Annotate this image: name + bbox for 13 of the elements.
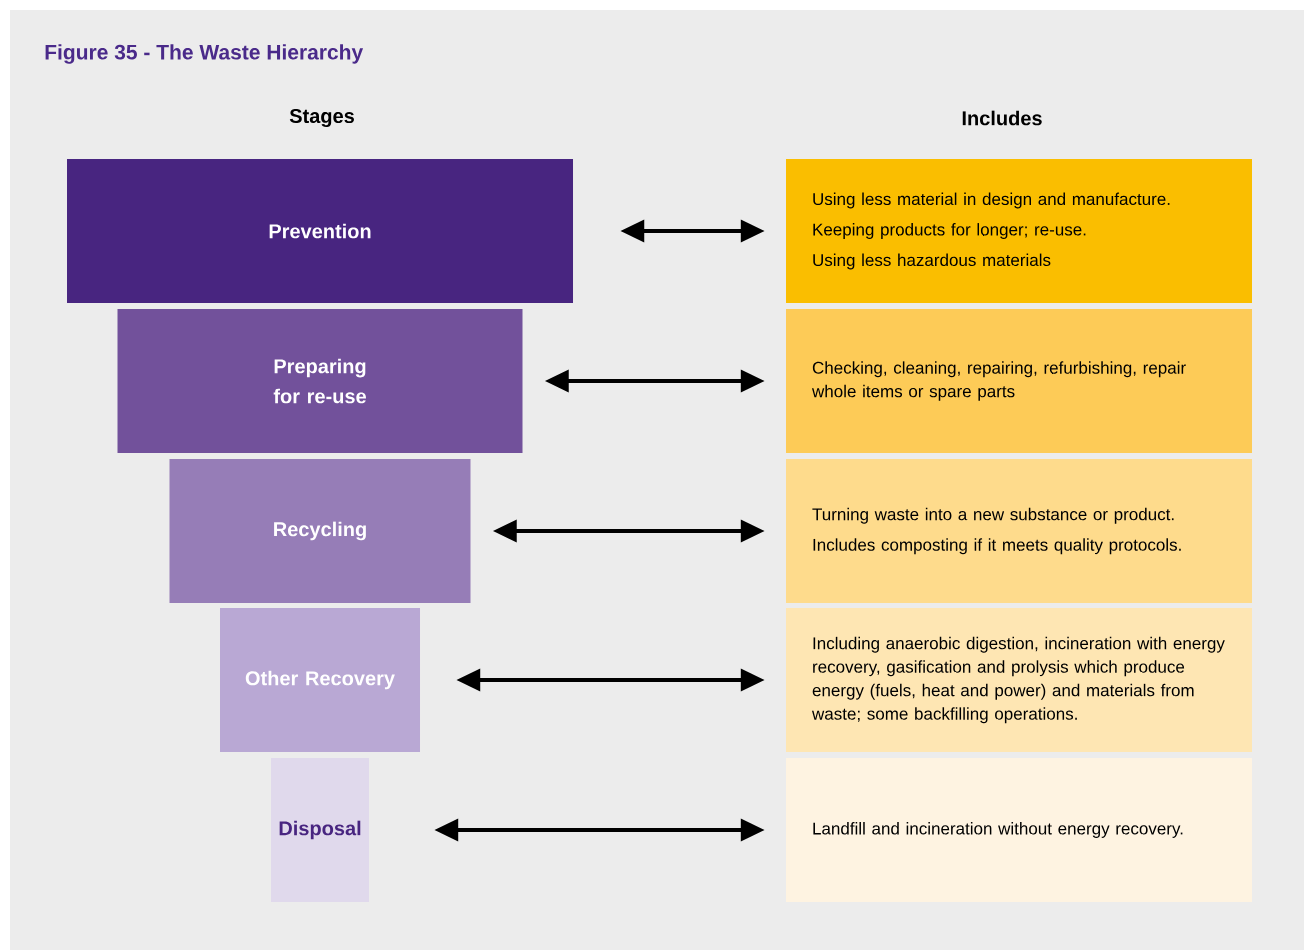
column-heading: Includes <box>962 110 1042 126</box>
stage-band: Prevention <box>67 159 573 303</box>
stage-band: Other Recovery <box>220 608 420 752</box>
description-box: Using less material in design and manufacture. Keeping products for longer; re-use. Using less hazardous materials <box>786 159 1252 303</box>
description-box: Including anaerobic digestion, incineration with energy recovery, gasification and prolysis which produce energy (fuels, heat and power) and materials from waste; some backfilling operations. <box>786 608 1252 752</box>
description-box: Turning waste into a new substance or product. Includes composting if it meets quality protocols. <box>786 459 1252 603</box>
stage-band: Preparing for re-use <box>117 309 523 453</box>
figure-title: Figure 35 - The Waste Hierarchy <box>45 44 364 64</box>
stage-band: Recycling <box>169 459 471 603</box>
stage-band: Disposal <box>271 758 369 902</box>
description-box: Landfill and incineration without energy recovery. <box>786 758 1252 902</box>
description-box: Checking, cleaning, repairing, refurbishing, repair whole items or spare parts <box>786 309 1252 453</box>
column-heading: Stages <box>289 108 354 128</box>
